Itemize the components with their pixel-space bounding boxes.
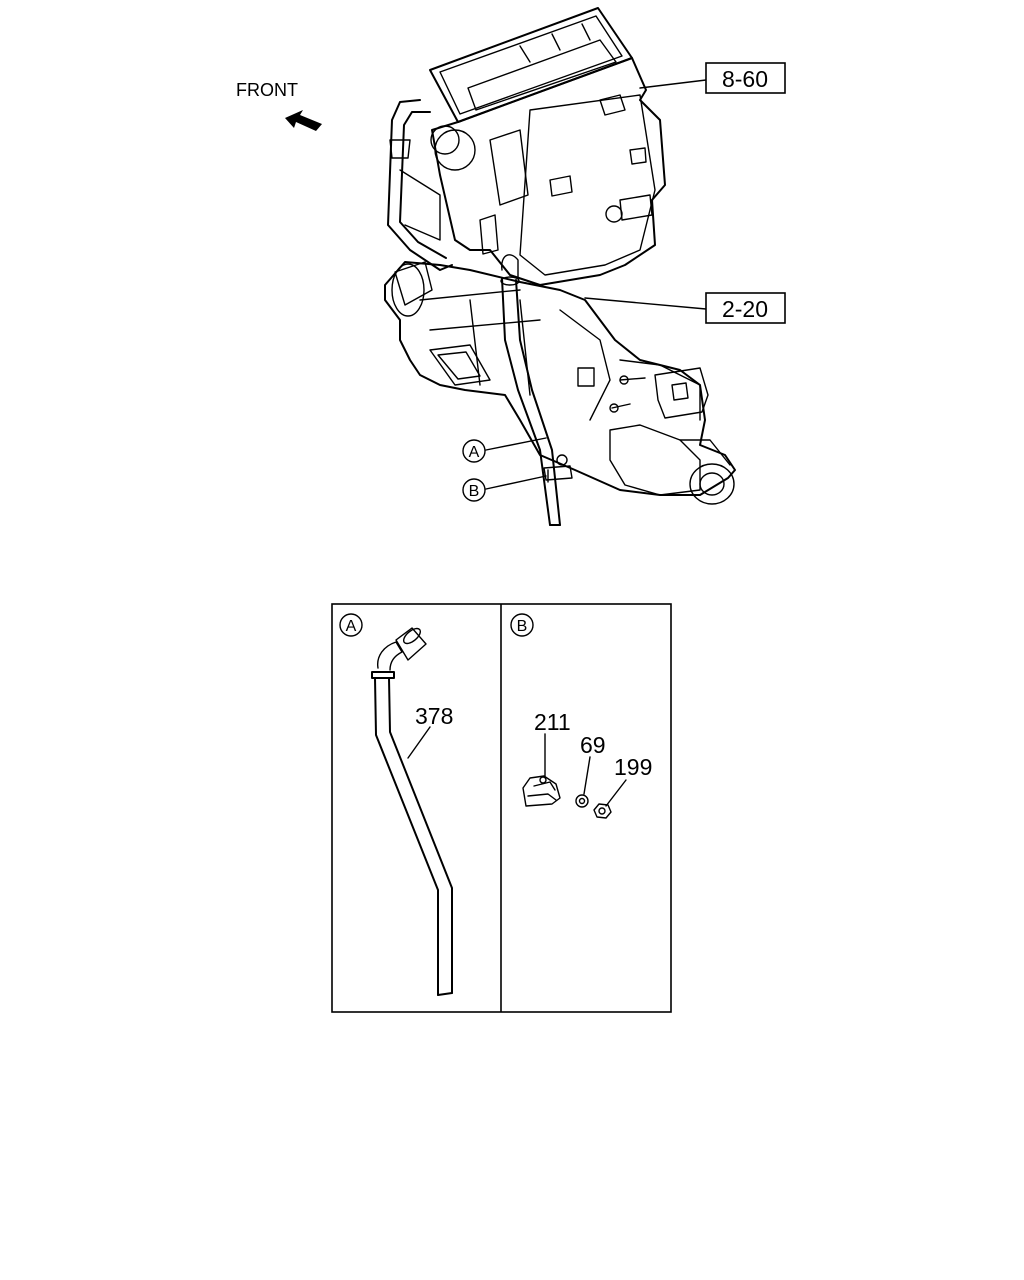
detail-b-marker (510, 613, 534, 637)
marker-a-label: A (469, 444, 480, 461)
marker-b-callout: B (462, 475, 547, 502)
assembly-illustration (384, 7, 736, 526)
callout-2-20: 2-20 (584, 292, 786, 324)
detail-panels (331, 603, 672, 1013)
detail-a: A 378 (339, 613, 453, 996)
detail-b: B 211 69 199 (510, 613, 652, 819)
detail-a-title: A (346, 618, 357, 635)
nut-199 (593, 803, 612, 819)
callout-8-60: 8-60 (639, 62, 786, 94)
washer-69 (575, 794, 589, 808)
detail-a-marker (339, 613, 363, 637)
ref-label-2-20: 2-20 (722, 296, 768, 322)
part-label-199: 199 (614, 754, 652, 780)
ref-box-8-60 (705, 62, 786, 94)
part-label-211: 211 (534, 709, 571, 735)
marker-b-label: B (469, 483, 480, 500)
detail-b-title: B (517, 618, 528, 635)
ref-label-8-60: 8-60 (722, 66, 768, 92)
ref-box-2-20 (705, 292, 786, 324)
front-label: FRONT (236, 80, 298, 100)
tube-378 (371, 627, 453, 996)
marker-a-circle (462, 439, 486, 463)
part-label-69: 69 (580, 732, 606, 758)
marker-b-circle (462, 478, 486, 502)
clip-211 (522, 775, 561, 807)
marker-a-callout: A (462, 437, 547, 463)
part-label-378: 378 (415, 703, 453, 729)
front-arrow-icon (285, 110, 322, 131)
front-indicator: FRONT (236, 80, 322, 131)
